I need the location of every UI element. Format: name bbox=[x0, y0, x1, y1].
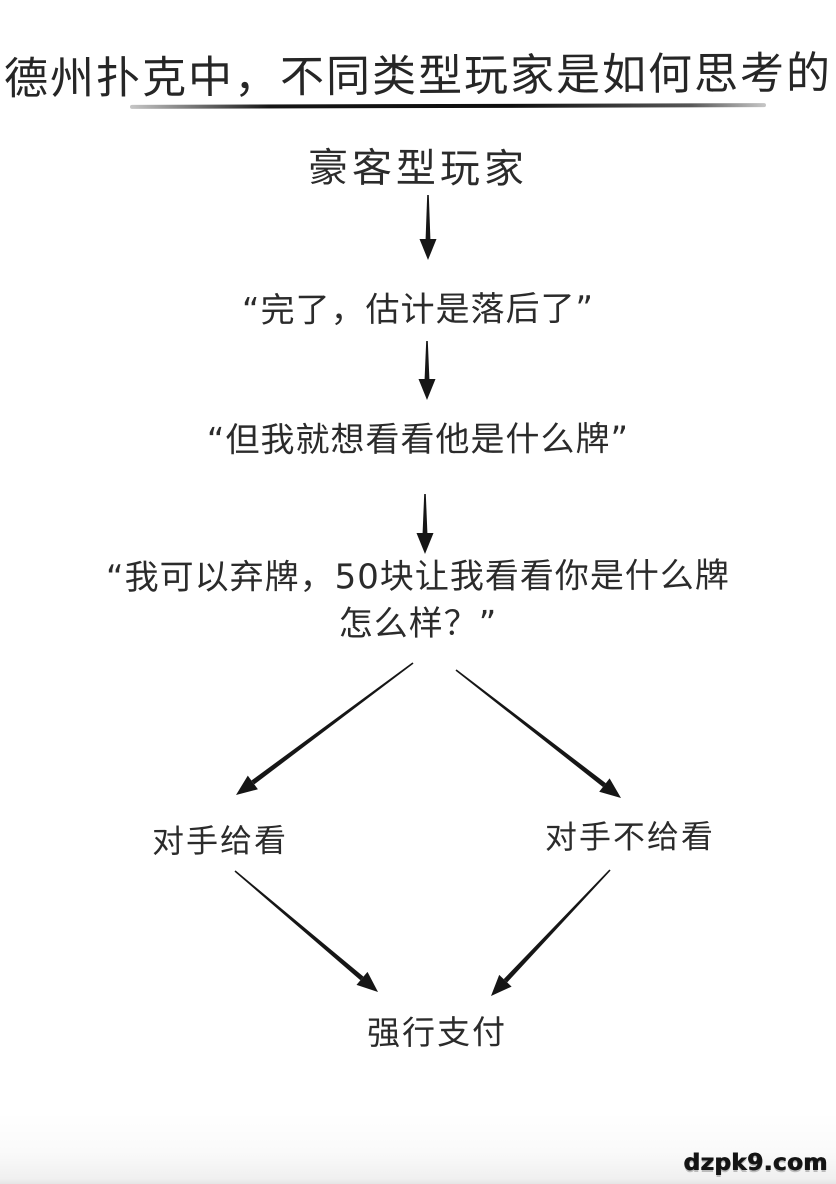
arrow-thought1-to-thought2 bbox=[418, 341, 436, 400]
arrow-left-to-outcome bbox=[234, 870, 378, 992]
outcome-label: 强行支付 bbox=[366, 1012, 508, 1053]
arrow-thought3-to-left bbox=[236, 662, 414, 795]
scan-shadow bbox=[0, 1112, 836, 1184]
page-title: 德州扑克中，不同类型玩家是如何思考的 bbox=[3, 48, 833, 105]
arrow-right-to-outcome bbox=[491, 869, 611, 996]
arrow-thought3-to-right bbox=[455, 669, 621, 798]
thought-3-line2: 怎么样？” bbox=[338, 603, 498, 645]
root-node-label: 豪客型玩家 bbox=[307, 145, 529, 193]
arrow-root-to-thought1 bbox=[419, 195, 437, 260]
thought-3-line1: “我可以弃牌，50块让我看看你是什么牌 bbox=[105, 555, 730, 599]
thought-3-label: “我可以弃牌，50块让我看看你是什么牌 怎么样？” bbox=[0, 553, 836, 650]
watermark-text: dzpk9.com bbox=[683, 1150, 828, 1176]
branch-left-label: 对手给看 bbox=[151, 821, 289, 861]
branch-right-label: 对手不给看 bbox=[544, 817, 716, 857]
title-underline bbox=[129, 103, 767, 109]
arrow-thought2-to-thought3 bbox=[416, 494, 434, 554]
thought-1-label: “完了，估计是落后了” bbox=[241, 289, 595, 331]
thought-2-label: “但我就想看看他是什么牌” bbox=[206, 419, 630, 461]
